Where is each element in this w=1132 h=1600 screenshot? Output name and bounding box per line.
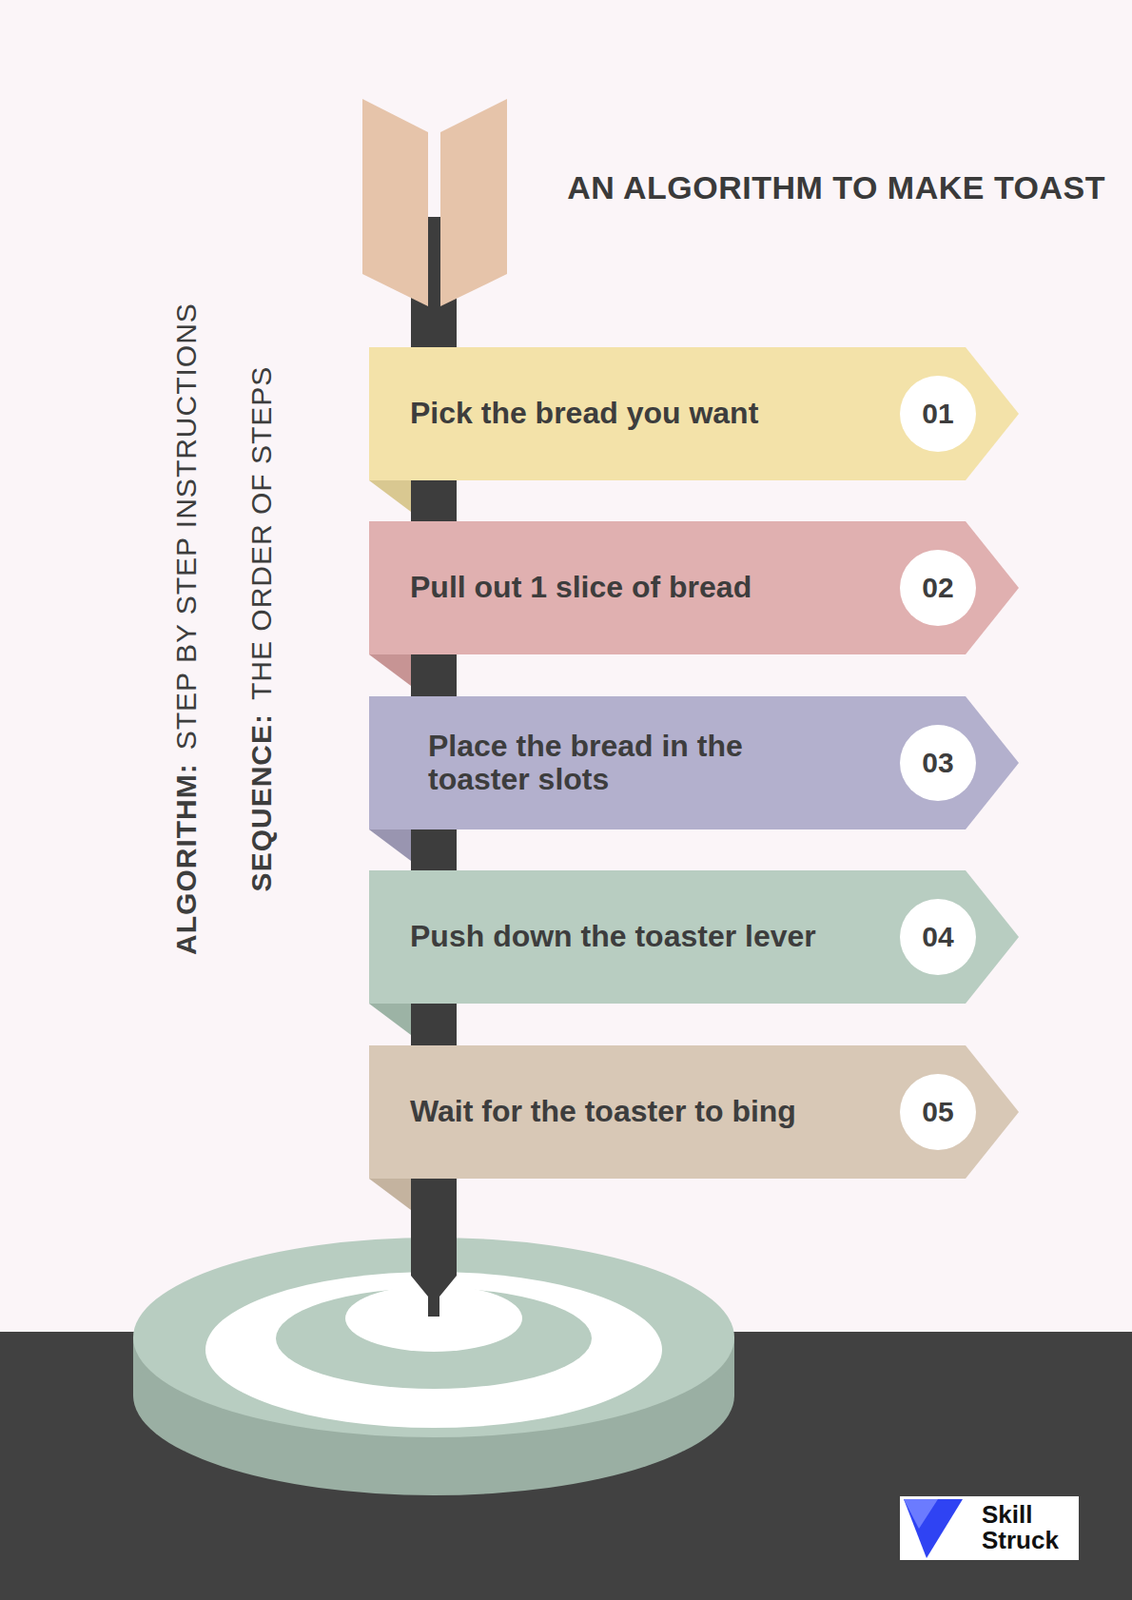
step-number: 01	[921, 397, 954, 430]
brand-logo: Skill Struck	[899, 1496, 1079, 1561]
banner-shape	[369, 1045, 1019, 1179]
step-number: 04	[921, 920, 954, 954]
definition-text: STEP BY STEP INSTRUCTIONS	[170, 302, 203, 750]
circle-shape	[899, 549, 976, 626]
arrow-tip	[410, 1275, 457, 1317]
step-text: Wait for the toaster to bing	[409, 1094, 797, 1129]
target-ring-white	[205, 1271, 663, 1428]
definition-text: THE ORDER OF STEPS	[245, 366, 278, 701]
banner-shape	[369, 347, 1019, 481]
step-banner: Pull out 1 slice of bread 02	[369, 521, 1019, 655]
arrow-fletching	[362, 98, 429, 307]
step-text: Pull out 1 slice of bread	[409, 570, 752, 605]
logo-mark	[903, 1499, 963, 1559]
step-number: 03	[921, 746, 954, 780]
banner-fold	[369, 1003, 411, 1035]
definition-term: ALGORITHM:	[170, 762, 203, 956]
step-number: 05	[921, 1095, 954, 1129]
step-text: Place the bread in the toaster slots	[428, 729, 847, 797]
circle-shape	[899, 375, 976, 452]
banner-shape	[369, 696, 1019, 830]
logo-mark	[903, 1499, 938, 1529]
brand-name: Skill Struck	[981, 1502, 1075, 1553]
definition-term: SEQUENCE:	[245, 713, 278, 892]
circle-shape	[899, 724, 976, 801]
step-banner: Wait for the toaster to bing 05	[369, 1045, 1019, 1179]
step-text: Push down the toaster lever	[409, 919, 817, 954]
step-text: Pick the bread you want	[409, 396, 759, 430]
banner-fold	[369, 480, 411, 512]
step-number: 02	[921, 571, 954, 605]
banner-fold	[369, 829, 411, 861]
diagram-title: AN ALGORITHM TO MAKE TOAST	[566, 169, 1106, 207]
arrow-fletching	[440, 98, 508, 307]
banner-fold	[369, 654, 411, 686]
step-banner: Pick the bread you want 01	[369, 347, 1019, 481]
banner-shape	[369, 521, 1019, 655]
circle-shape	[899, 898, 976, 976]
step-number-circle: 04	[899, 898, 976, 976]
vertical-caption: ALGORITHM: STEP BY STEP INSTRUCTIONS	[167, 248, 206, 1010]
banner-shape	[369, 870, 1019, 1004]
banner-fold	[369, 1178, 411, 1211]
step-number-circle: 05	[899, 1073, 976, 1151]
vertical-caption: SEQUENCE: THE ORDER OF STEPS	[242, 248, 281, 1010]
step-number-circle: 01	[899, 375, 976, 452]
step-banner: Push down the toaster lever 04	[369, 870, 1019, 1004]
step-number-circle: 03	[899, 724, 976, 801]
step-banner: Place the bread in the toaster slots 03	[369, 696, 1019, 830]
step-number-circle: 02	[899, 549, 976, 626]
circle-shape	[899, 1073, 976, 1151]
